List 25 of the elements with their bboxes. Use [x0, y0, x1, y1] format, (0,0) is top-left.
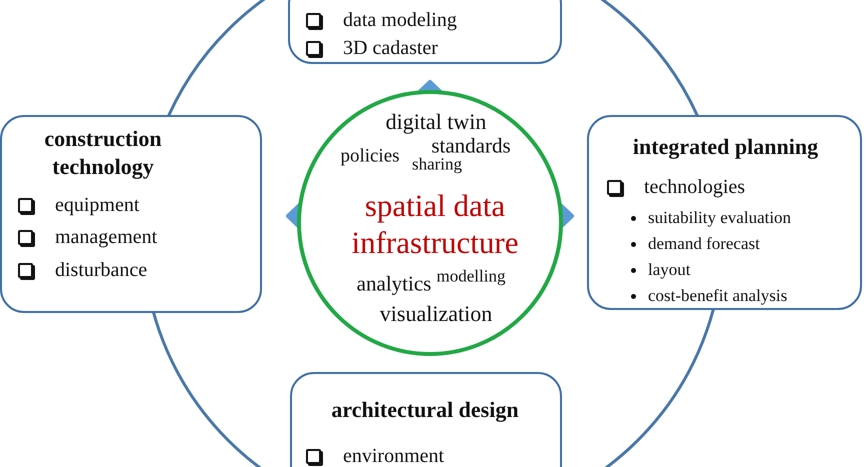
topic-card [587, 115, 862, 310]
list-item: environment [343, 444, 444, 467]
center-title: spatial data infrastructure [350, 186, 520, 262]
keyword: sharing [412, 156, 462, 172]
keyword: analytics [356, 274, 432, 294]
keyword: digital twin [386, 111, 486, 133]
topic-card [0, 115, 262, 313]
keyword: modelling [436, 268, 506, 284]
list-item: technologies [644, 176, 746, 198]
sub-item: layout [648, 260, 690, 280]
sub-item: suitability evaluation [648, 208, 792, 228]
card-heading: construction technology [43, 125, 163, 181]
card-heading: architectural design [331, 396, 519, 424]
keyword: standards [431, 136, 511, 156]
list-item: equipment [55, 194, 140, 216]
keyword: policies [340, 146, 400, 166]
sub-item: cost-benefit analysis [648, 286, 788, 306]
list-item: management [55, 226, 158, 248]
card-heading: integrated planning [632, 133, 818, 161]
sub-item: demand forecast [648, 234, 760, 254]
list-item: data modeling [343, 8, 457, 32]
list-item: 3D cadaster [343, 36, 438, 60]
topic-card [288, 0, 562, 64]
list-item: disturbance [55, 258, 148, 282]
keyword: visualization [380, 303, 492, 325]
